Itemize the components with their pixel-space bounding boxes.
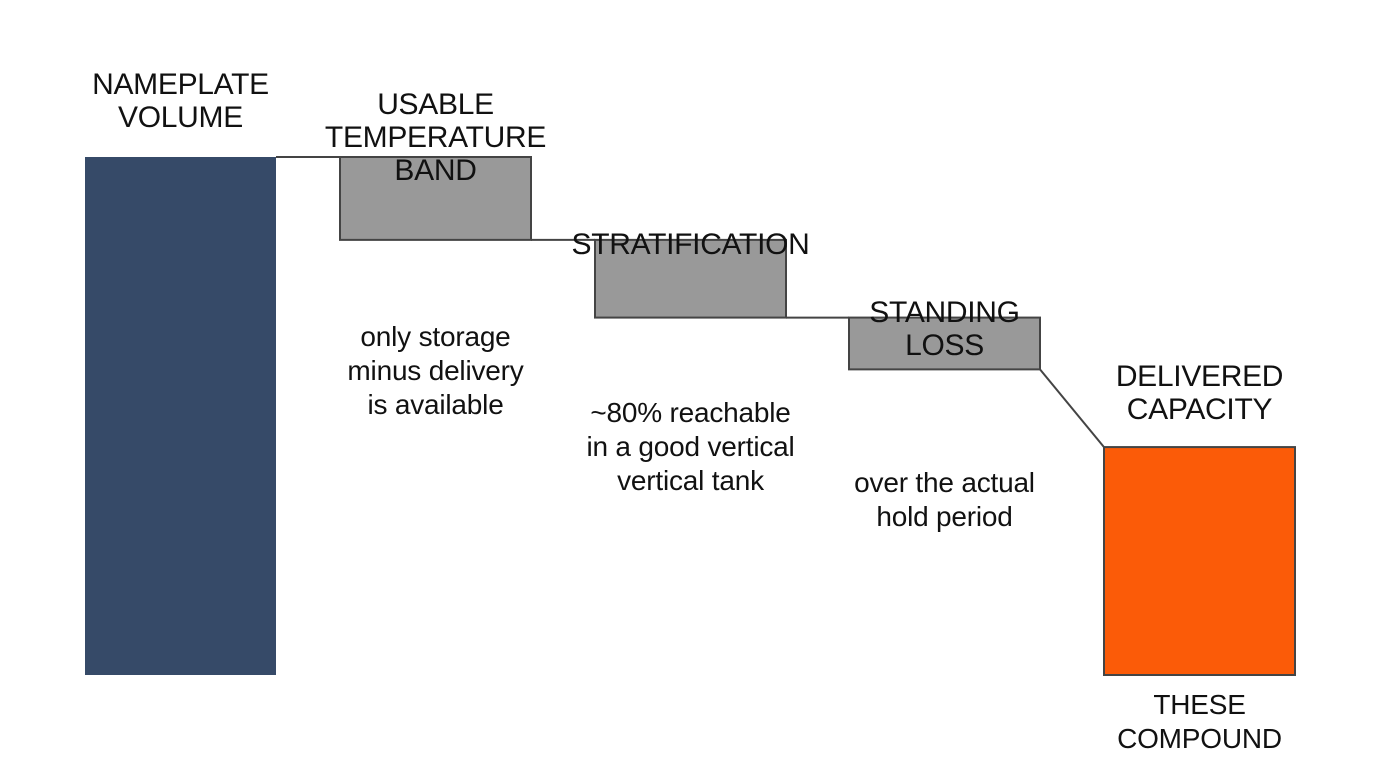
annotation-label: THESE COMPOUND <box>1117 689 1282 755</box>
annotation-label: over the actual hold period <box>854 467 1035 533</box>
category-label: STRATIFICATION <box>571 228 810 261</box>
category-label: NAMEPLATE VOLUME <box>92 68 269 134</box>
annotation-label: ~80% reachable in a good vertical vertic… <box>586 397 795 497</box>
annotation-label: only storage minus delivery is available <box>347 321 524 421</box>
connector-line <box>1039 368 1105 448</box>
category-label: USABLE TEMPERATURE BAND <box>324 88 547 187</box>
decrease-bar <box>848 316 1041 371</box>
decrease-bar <box>339 156 532 241</box>
category-label: DELIVERED CAPACITY <box>1115 360 1284 426</box>
decrease-bar <box>594 238 787 319</box>
category-label: STANDING LOSS <box>869 296 1020 362</box>
total-bar <box>1103 446 1296 676</box>
total-bar <box>85 157 276 675</box>
